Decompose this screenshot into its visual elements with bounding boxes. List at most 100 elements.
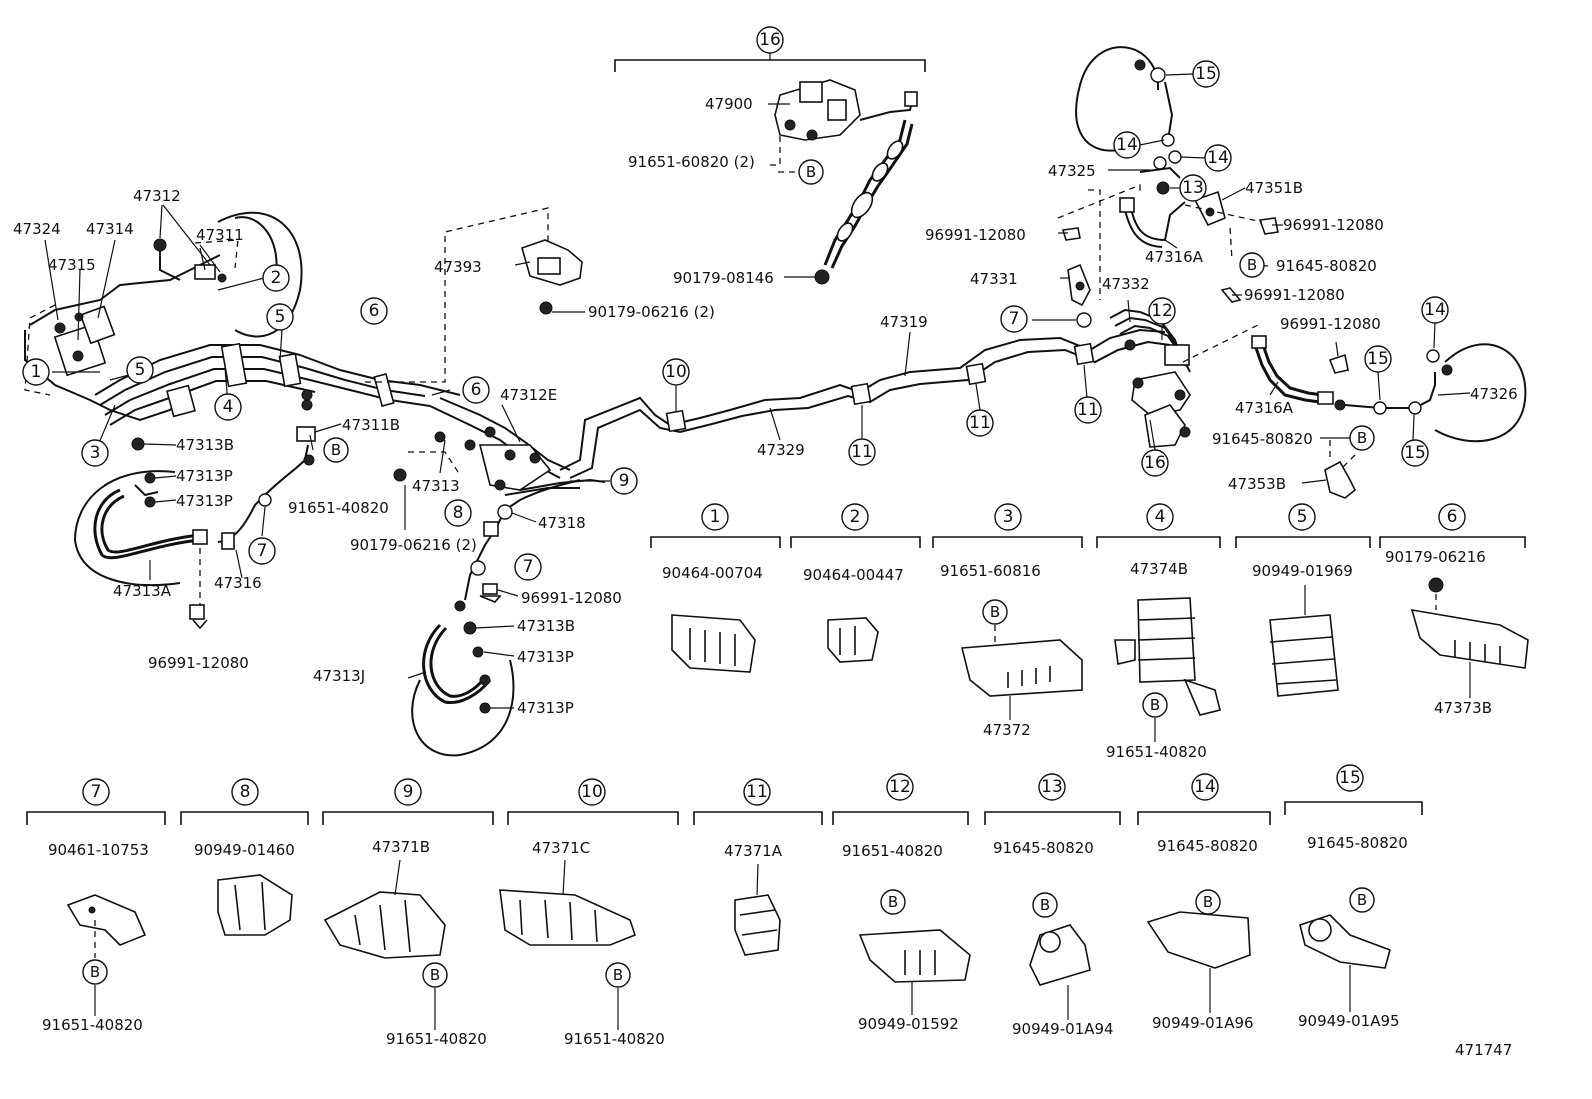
label-47332: 47332 [1102,275,1150,293]
assembly-b-callouts: B B B B [323,159,1375,463]
svg-text:10: 10 [581,782,603,802]
label-47311b: 47311B [342,416,400,434]
load-sensing-valve-assembly [614,52,926,285]
assembly-callout-numbers: 1 2 5 5 3 4 6 6 7 7 7 8 9 10 11 11 11 12… [22,26,1449,581]
callout-14b: 14 [1204,144,1232,172]
label-96991-12080-mid: 96991-12080 [521,589,622,607]
callout-10: 10 [662,358,690,386]
svg-text:47371A: 47371A [724,842,783,860]
callout-4: 4 [214,393,242,421]
label-96991-12080-rr-4: 96991-12080 [1280,315,1381,333]
svg-text:1: 1 [710,507,721,527]
svg-text:B: B [1040,896,1050,914]
svg-text:90949-01460: 90949-01460 [194,841,295,859]
detail-group-3: 3 91651-60816 B 47372 [932,503,1083,739]
svg-text:16: 16 [1144,453,1166,473]
label-47318: 47318 [538,514,586,532]
svg-text:11: 11 [851,442,873,462]
label-47325: 47325 [1048,162,1096,180]
callout-5a: 5 [266,303,294,331]
svg-text:15: 15 [1404,443,1426,463]
svg-text:90949-01A94: 90949-01A94 [1012,1020,1114,1038]
label-91645-80820-lower: 91645-80820 [1212,430,1313,448]
svg-text:91645-80820: 91645-80820 [993,839,1094,857]
callout-15a: 15 [1192,60,1220,88]
svg-text:B: B [1357,429,1367,447]
svg-text:5: 5 [135,360,146,380]
callout-15b: 15 [1364,345,1392,373]
label-96991-12080-rr-2: 96991-12080 [1283,216,1384,234]
label-47313b-rear: 47313B [517,617,575,635]
svg-text:12: 12 [1151,301,1173,321]
svg-text:11: 11 [969,413,991,433]
svg-text:90461-10753: 90461-10753 [48,841,149,859]
label-91645-80820-upper: 91645-80820 [1276,257,1377,275]
callout-1: 1 [22,358,50,386]
callout-6a: 6 [360,297,388,325]
label-47312: 47312 [133,187,181,205]
detail-row-2: 7 90461-10753 B 91651-40820 8 90949-0146… [26,764,1423,1048]
svg-text:2: 2 [850,507,861,527]
label-47393: 47393 [434,258,482,276]
label-47313p-rear-1: 47313P [517,648,574,666]
detail-group-14: 14 91645-80820 B 90949-01A96 [1137,773,1271,1032]
svg-text:15: 15 [1195,64,1217,84]
svg-text:10: 10 [665,362,687,382]
svg-text:3: 3 [1003,507,1014,527]
svg-text:11: 11 [746,782,768,802]
label-47319: 47319 [880,313,928,331]
label-47313p-rear-2: 47313P [517,699,574,717]
svg-text:3: 3 [90,443,101,463]
label-47312e: 47312E [500,386,557,404]
svg-text:4: 4 [1155,507,1166,527]
svg-text:B: B [1150,696,1160,714]
b-callout-rr-upper: B [1239,252,1265,278]
label-47326: 47326 [1470,385,1518,403]
label-47351b: 47351B [1245,179,1303,197]
label-47313p-front-1: 47313P [176,467,233,485]
b-callout-front: B [323,437,349,463]
svg-text:15: 15 [1367,349,1389,369]
svg-text:16: 16 [759,30,781,50]
svg-text:14: 14 [1424,300,1446,320]
svg-text:B: B [331,441,341,459]
svg-text:91651-40820: 91651-40820 [42,1016,143,1034]
b-callout-rr-lower: B [1349,425,1375,451]
figure-code: 471747 [1455,1041,1512,1059]
main-brake-lines [559,312,1171,479]
label-90179-06216-upper: 90179-06216 (2) [588,303,715,321]
detail-row-1: 1 90464-00704 2 90464-00447 3 91651-6081… [650,503,1529,761]
label-47314: 47314 [86,220,134,238]
b-callout-valve: B [798,159,824,185]
svg-text:90179-06216: 90179-06216 [1385,548,1486,566]
svg-text:90949-01A95: 90949-01A95 [1298,1012,1400,1030]
label-47313b-front: 47313B [176,436,234,454]
callout-11c: 11 [1074,396,1102,424]
svg-text:B: B [90,963,100,981]
callout-14c: 14 [1421,296,1449,324]
label-47313j: 47313J [313,667,365,685]
svg-text:8: 8 [240,782,251,802]
svg-text:15: 15 [1339,768,1361,788]
callout-11b: 11 [966,409,994,437]
callout-16a: 16 [756,26,784,54]
svg-text:6: 6 [369,301,380,321]
svg-text:47371B: 47371B [372,838,430,856]
label-47331: 47331 [970,270,1018,288]
callout-12: 12 [1148,297,1176,325]
svg-text:B: B [1203,893,1213,911]
callout-7b: 7 [514,553,542,581]
label-47316a-lower: 47316A [1235,399,1294,417]
svg-text:91651-40820: 91651-40820 [386,1030,487,1048]
svg-text:5: 5 [1297,507,1308,527]
callout-7c: 7 [1000,305,1028,333]
svg-text:47372: 47372 [983,721,1031,739]
detail-group-13: 13 91645-80820 B 90949-01A94 [984,773,1121,1038]
center-clamp-area [365,207,610,530]
svg-text:90949-01969: 90949-01969 [1252,562,1353,580]
detail-group-4: 4 47374B B 91651-40820 [1096,503,1221,761]
callout-13: 13 [1179,174,1207,202]
callout-15c: 15 [1401,439,1429,467]
callout-11a: 11 [848,438,876,466]
